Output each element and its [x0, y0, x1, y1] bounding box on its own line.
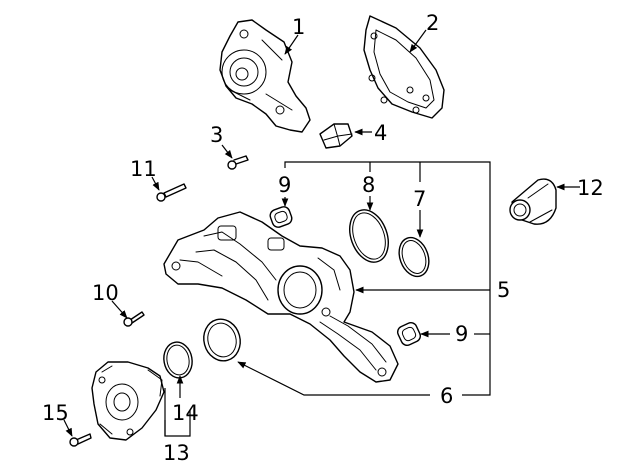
leader-lines — [63, 29, 580, 437]
callout-2: 2 — [426, 11, 439, 35]
o-ring-8-part[interactable] — [343, 204, 395, 267]
water-pump-part[interactable] — [219, 19, 311, 133]
callout-10: 10 — [92, 281, 119, 305]
callout-12: 12 — [577, 176, 604, 200]
callout-7: 7 — [413, 187, 426, 211]
callout-6: 6 — [440, 384, 453, 408]
temperature-sensor-part[interactable] — [319, 123, 353, 149]
callout-15: 15 — [42, 401, 69, 425]
o-ring-14-part[interactable] — [161, 340, 195, 380]
callout-labels: 1 2 3 4 11 9 8 12 7 5 10 9 6 14 15 13 — [42, 11, 604, 465]
seal-9-upper-part[interactable] — [269, 205, 294, 229]
seal-9-lower-part[interactable] — [396, 321, 423, 348]
bolt-11-part[interactable] — [156, 183, 187, 202]
callout-5: 5 — [497, 278, 510, 302]
sleeve-part[interactable] — [509, 178, 557, 225]
o-ring-7-part[interactable] — [394, 233, 434, 280]
bolt-15-part[interactable] — [69, 433, 92, 447]
callout-8: 8 — [362, 173, 375, 197]
callout-11: 11 — [130, 157, 157, 181]
callout-1: 1 — [292, 15, 305, 39]
o-ring-6-part[interactable] — [199, 315, 245, 365]
callout-3: 3 — [210, 123, 223, 147]
thermostat-housing-part[interactable] — [163, 211, 399, 383]
callout-13: 13 — [163, 441, 190, 465]
callout-9-lower: 9 — [455, 322, 468, 346]
gasket-part[interactable] — [363, 15, 445, 119]
callout-9-upper: 9 — [278, 173, 291, 197]
callout-14: 14 — [172, 401, 199, 425]
callout-4: 4 — [374, 121, 387, 145]
auxiliary-housing-part[interactable] — [91, 361, 165, 441]
bolt-3-part[interactable] — [227, 155, 249, 170]
bolt-10-part[interactable] — [123, 311, 145, 327]
